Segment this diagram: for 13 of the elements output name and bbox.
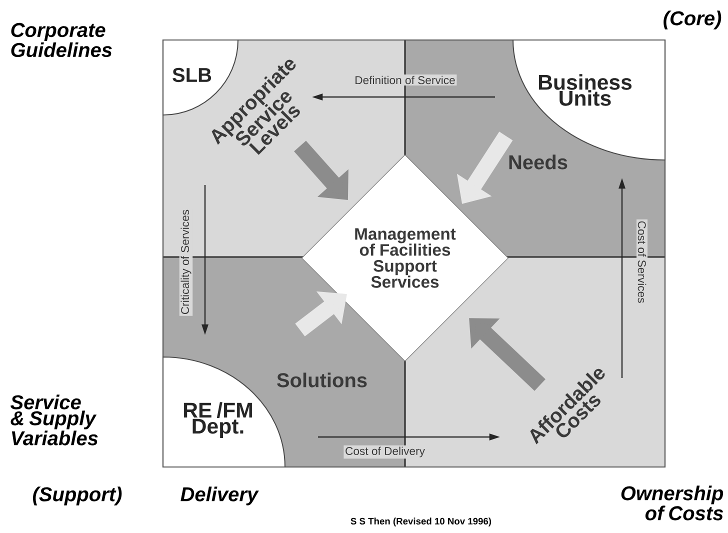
credit-note: S S Then (Revised 10 Nov 1996) — [350, 518, 492, 526]
arrow-label: Definition of Service — [353, 74, 457, 86]
corner-label: (Support) — [33, 486, 122, 506]
corner-label: Ownership of Costs — [621, 486, 724, 520]
corner-label: (Core) — [664, 10, 722, 30]
arrow-label: Cost of Delivery — [344, 445, 426, 459]
corner-label: Delivery — [180, 486, 259, 506]
arrow-label: Cost of Services — [636, 219, 648, 305]
arrow-label: Criticality of Services — [179, 208, 193, 316]
block-arrow — [469, 318, 546, 391]
corner-label: Service & Supply Variables — [10, 394, 98, 446]
block-arrow — [294, 140, 348, 200]
corner-label: Corporate Guidelines — [11, 22, 112, 58]
